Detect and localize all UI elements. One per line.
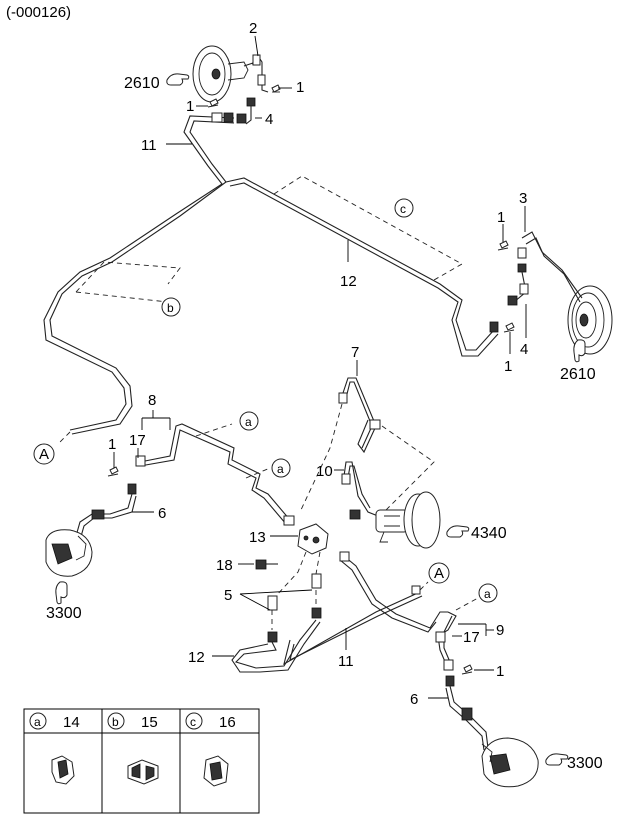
svg-text:16: 16 bbox=[219, 714, 236, 731]
callout-7: 7 bbox=[351, 344, 359, 361]
hand-pointer-icon bbox=[573, 339, 586, 363]
callout-2: 2 bbox=[249, 20, 257, 37]
brake-pipe-7 bbox=[338, 377, 381, 454]
callout-12-bottom: 12 bbox=[188, 649, 205, 666]
callout-6-right: 6 bbox=[410, 691, 418, 708]
callout-6-left: 6 bbox=[158, 505, 166, 522]
diagram-code: (-000126) bbox=[6, 4, 71, 21]
legend-cell-b: b 15 bbox=[107, 712, 159, 785]
ref-3300-right: 3300 bbox=[567, 755, 603, 772]
callout-4-right: 4 bbox=[520, 341, 528, 358]
clip-icon bbox=[489, 321, 515, 333]
callout-4-top: 4 bbox=[265, 111, 273, 128]
callout-11-top: 11 bbox=[141, 137, 157, 154]
callout-1-left: 1 bbox=[108, 436, 116, 453]
connector-a-2: a bbox=[271, 458, 291, 478]
svg-text:14: 14 bbox=[63, 714, 80, 731]
hand-pointer-icon bbox=[446, 525, 470, 538]
connector-c: c bbox=[394, 198, 414, 218]
svg-text:c: c bbox=[400, 202, 406, 216]
clip-b-guide bbox=[75, 261, 181, 303]
callout-8: 8 bbox=[148, 392, 156, 409]
callout-13: 13 bbox=[249, 529, 266, 546]
clip-14-icon bbox=[51, 755, 75, 785]
proportioning-valve-13 bbox=[297, 523, 329, 555]
connector-a-1: a bbox=[239, 411, 259, 431]
connector-a-3: a bbox=[478, 583, 498, 603]
legend-cell-a: a 14 bbox=[29, 712, 80, 785]
hand-pointer-icon bbox=[545, 753, 569, 766]
fitting-5 bbox=[267, 573, 322, 643]
brake-pipe-12-upper bbox=[225, 177, 499, 357]
brake-drum-right bbox=[567, 285, 613, 355]
ref-2610-right: 2610 bbox=[560, 366, 596, 383]
clip-icon bbox=[271, 84, 281, 93]
hand-pointer-icon bbox=[166, 73, 190, 86]
svg-text:a: a bbox=[277, 462, 284, 476]
brake-pipe-9 bbox=[435, 611, 457, 671]
callout-9: 9 bbox=[496, 622, 504, 639]
svg-text:A: A bbox=[39, 446, 49, 463]
clip-icon bbox=[445, 664, 473, 687]
fitting-4-right bbox=[507, 271, 529, 306]
clip-16-icon bbox=[203, 755, 229, 787]
svg-text:15: 15 bbox=[141, 714, 158, 731]
callout-3: 3 bbox=[519, 190, 527, 207]
hose-3 bbox=[517, 231, 583, 303]
connector-A-right: A bbox=[428, 562, 450, 584]
clip-icon bbox=[107, 466, 137, 495]
callout-18: 18 bbox=[216, 557, 233, 574]
brake-booster bbox=[375, 491, 441, 549]
callout-17-right: 17 bbox=[463, 629, 480, 646]
callout-1-right-lower: 1 bbox=[496, 663, 504, 680]
ref-3300-left: 3300 bbox=[46, 605, 82, 622]
hand-pointer-icon bbox=[55, 581, 68, 605]
svg-text:c: c bbox=[190, 715, 196, 729]
svg-text:b: b bbox=[112, 715, 119, 729]
connector-b: b bbox=[161, 297, 181, 317]
ref-2610-top: 2610 bbox=[124, 75, 160, 92]
brake-pipe-11-upper bbox=[43, 112, 235, 435]
svg-text:A: A bbox=[434, 565, 444, 582]
svg-text:a: a bbox=[484, 587, 491, 601]
brake-caliper-left bbox=[45, 529, 93, 577]
clip-icon bbox=[497, 240, 509, 251]
ref-4340: 4340 bbox=[471, 525, 507, 542]
callout-1-right-top: 1 bbox=[497, 209, 505, 226]
brake-pipe-10 bbox=[341, 461, 379, 520]
clip-c-guide bbox=[273, 175, 463, 281]
callout-12-top: 12 bbox=[340, 273, 357, 290]
svg-text:a: a bbox=[34, 715, 41, 729]
callout-1-right-bottom: 1 bbox=[504, 358, 512, 375]
fitting-4-top bbox=[236, 97, 256, 125]
callout-17-left: 17 bbox=[129, 432, 146, 449]
clip-icon bbox=[207, 98, 219, 108]
callout-1-top-right: 1 bbox=[296, 79, 304, 96]
callout-5: 5 bbox=[224, 587, 232, 604]
connector-A-left: A bbox=[33, 443, 55, 465]
hose-2 bbox=[251, 54, 269, 93]
brake-pipe-11-lower bbox=[283, 551, 448, 666]
brake-caliper-right bbox=[481, 737, 539, 788]
legend-cell-c: c 16 bbox=[185, 712, 236, 787]
svg-text:a: a bbox=[245, 415, 252, 429]
callout-11-bottom: 11 bbox=[338, 653, 354, 670]
callout-10: 10 bbox=[316, 463, 333, 480]
brake-pipe-12-lower bbox=[231, 619, 321, 673]
brake-hose-6-right bbox=[445, 685, 489, 751]
callout-1-top-left: 1 bbox=[186, 98, 194, 115]
brake-pipe-8 bbox=[135, 423, 295, 526]
bolt-18 bbox=[255, 559, 278, 570]
brake-drum-top bbox=[192, 45, 257, 103]
svg-text:b: b bbox=[167, 301, 174, 315]
clip-15-icon bbox=[127, 759, 159, 785]
legend-table: a 14 b 15 c 16 bbox=[23, 708, 260, 814]
brake-hose-6-left bbox=[75, 493, 137, 541]
